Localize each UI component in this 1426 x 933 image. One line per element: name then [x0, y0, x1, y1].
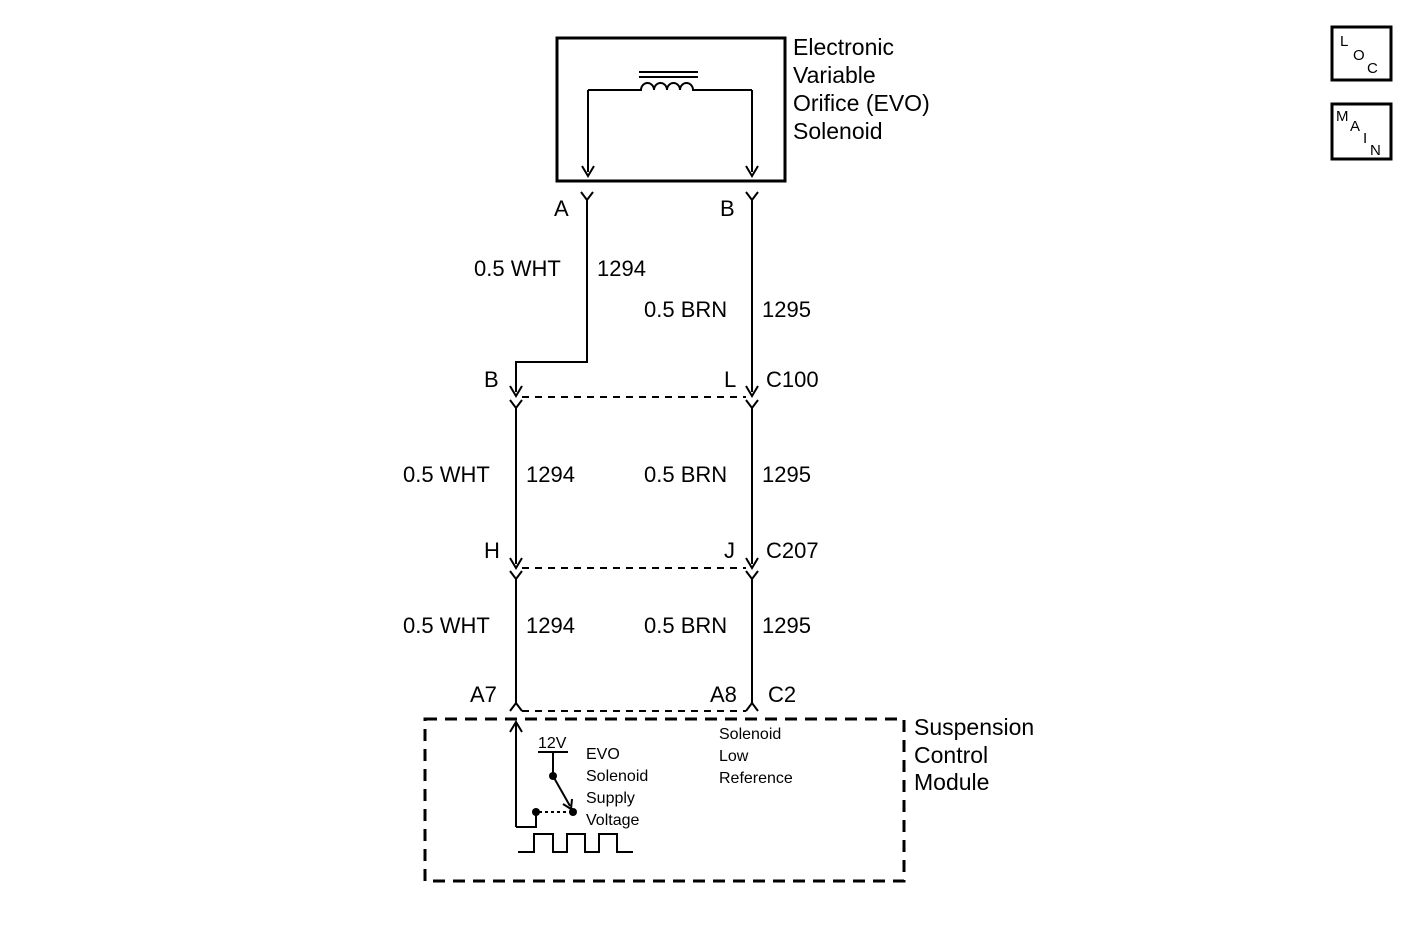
supply-switch-circuit [509, 720, 573, 828]
supply-circuit-line-4: Voltage [586, 812, 639, 829]
module-title-2: Control [914, 742, 988, 768]
c2-name: C2 [768, 682, 796, 707]
main-button[interactable]: M A I N [1330, 102, 1393, 161]
wire-left-mid-circuit: 1294 [526, 462, 575, 487]
loc-letter-c: C [1367, 60, 1378, 77]
c207-name: C207 [766, 538, 819, 563]
c100-name: C100 [766, 367, 819, 392]
wire-left-top-circuit: 1294 [597, 256, 646, 281]
wire-1294-top [515, 200, 588, 392]
main-letter-m: M [1336, 108, 1349, 125]
evo-solenoid-title-1: Electronic [793, 34, 894, 60]
wire-segments [509, 200, 759, 398]
evo-solenoid-box [555, 36, 787, 183]
c207-left-pin: H [484, 538, 500, 563]
c2-right-pin: A8 [710, 682, 737, 707]
switch-contact-right [569, 808, 577, 816]
connector-c100 [509, 396, 759, 410]
wire-mid-segments [509, 408, 759, 570]
pwm-signal-icon [518, 833, 633, 853]
wire-right-low-circuit: 1295 [762, 613, 811, 638]
evo-solenoid-title-2: Variable [793, 62, 876, 88]
main-letter-i: I [1363, 130, 1367, 147]
evo-solenoid-title-4: Solenoid [793, 118, 883, 144]
evo-solenoid [555, 36, 787, 183]
switch-contact-left [532, 808, 540, 816]
low-ref-line-3: Reference [719, 770, 793, 787]
module-title-3: Module [914, 769, 989, 795]
low-ref-line-1: Solenoid [719, 726, 781, 743]
low-ref-line-2: Low [719, 748, 749, 765]
c100-right-pin: L [724, 367, 736, 392]
loc-button[interactable]: L O C [1330, 25, 1393, 82]
supply-circuit-line-3: Supply [586, 790, 635, 807]
main-letter-a: A [1350, 118, 1360, 135]
coil-icon [588, 82, 752, 91]
wire-left-top-gauge: 0.5 WHT [474, 256, 561, 281]
switch-pivot-dot [549, 772, 557, 780]
main-letter-n: N [1370, 142, 1381, 159]
c100-left-pin: B [484, 367, 499, 392]
supply-circuit-line-2: Solenoid [586, 768, 648, 785]
wire-right-mid-circuit: 1295 [762, 462, 811, 487]
c207-right-pin: J [724, 538, 735, 563]
wire-right-top-gauge: 0.5 BRN [644, 297, 727, 322]
wire-right-mid-gauge: 0.5 BRN [644, 462, 727, 487]
suspension-control-module-box [423, 717, 906, 883]
supply-voltage-label: 12V [538, 735, 567, 752]
module-title-1: Suspension [914, 714, 1034, 740]
loc-letter-l: L [1340, 33, 1348, 50]
wire-left-low-circuit: 1294 [526, 613, 575, 638]
wire-right-low-gauge: 0.5 BRN [644, 613, 727, 638]
wire-left-mid-gauge: 0.5 WHT [403, 462, 490, 487]
connector-c207 [509, 567, 759, 581]
terminal-a-label: A [554, 196, 569, 221]
evo-solenoid-title-3: Orifice (EVO) [793, 90, 930, 116]
supply-circuit-line-1: EVO [586, 746, 620, 763]
wire-right-top-circuit: 1295 [762, 297, 811, 322]
connector-c2 [509, 701, 759, 712]
wire-left-low-gauge: 0.5 WHT [403, 613, 490, 638]
wire-low-segments [515, 579, 753, 703]
c2-left-pin: A7 [470, 682, 497, 707]
loc-letter-o: O [1353, 47, 1365, 64]
terminal-b-label: B [720, 196, 735, 221]
